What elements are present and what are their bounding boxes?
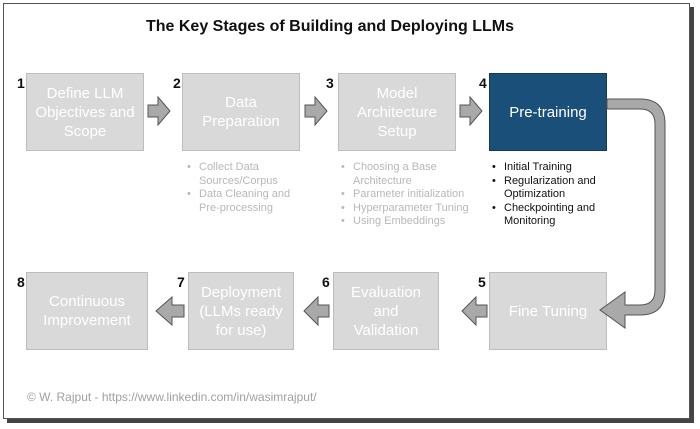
stage-1-box: Define LLM Objectives and Scope	[26, 73, 144, 151]
stage-5-box: Fine Tuning	[489, 272, 607, 350]
stage-3-bullet: Using Embeddings	[340, 215, 485, 229]
stage-6-number: 6	[322, 274, 330, 290]
stage-4-number: 4	[479, 75, 487, 91]
arrow-7-to-8	[155, 295, 185, 327]
stage-4-label: Pre-training	[509, 103, 587, 121]
stage-4-box: Pre-training	[489, 73, 607, 151]
stage-6-label: Evaluation and Validation	[350, 283, 422, 339]
u-turn-arrow	[599, 98, 666, 329]
stage-3-label: Model Architecture Setup	[356, 84, 438, 140]
stage-3-bullet: Parameter initialization	[340, 188, 485, 202]
stage-4-bullet: Regularization and Optimization	[491, 175, 616, 202]
stage-6-box: Evaluation and Validation	[333, 272, 439, 350]
stage-5-label: Fine Tuning	[508, 302, 588, 320]
stage-2-number: 2	[173, 75, 181, 91]
arrow-1-to-2	[147, 95, 171, 127]
stage-3-bullets: Choosing a Base Architecture Parameter i…	[340, 161, 485, 229]
arrow-6-to-7	[303, 295, 330, 327]
stage-3-bullet: Choosing a Base Architecture	[340, 161, 485, 188]
stage-8-number: 8	[17, 274, 25, 290]
stage-7-number: 7	[177, 274, 185, 290]
arrow-2-to-3	[304, 95, 328, 127]
credit-text: © W. Rajput - https://www.linkedin.com/i…	[27, 390, 317, 404]
stage-3-number: 3	[326, 75, 334, 91]
stage-4-bullet: Checkpointing and Monitoring	[491, 202, 616, 229]
stage-8-box: Continuous Improvement	[26, 272, 148, 350]
arrow-5-to-6	[461, 295, 488, 327]
stage-3-bullet: Hyperparameter Tuning	[340, 202, 485, 216]
stage-8-label: Continuous Improvement	[43, 293, 131, 329]
diagram-title: The Key Stages of Building and Deploying…	[145, 18, 515, 35]
stage-4-bullet: Initial Training	[491, 161, 616, 175]
stage-5-number: 5	[478, 274, 486, 290]
stage-2-bullets: Collect Data Sources/Corpus Data Cleanin…	[186, 161, 306, 215]
stage-2-bullet: Data Cleaning and Pre-processing	[186, 188, 306, 215]
stage-1-label: Define LLM Objectives and Scope	[35, 84, 135, 140]
arrow-3-to-4	[459, 95, 483, 127]
stage-1-number: 1	[17, 75, 25, 91]
stage-3-box: Model Architecture Setup	[338, 73, 456, 151]
stage-7-label: Deployment (LLMs ready for use)	[199, 283, 283, 339]
stage-2-box: Data Preparation	[182, 73, 300, 151]
stage-2-bullet: Collect Data Sources/Corpus	[186, 161, 306, 188]
stage-2-label: Data Preparation	[202, 94, 280, 130]
stage-4-bullets: Initial Training Regularization and Opti…	[491, 161, 616, 229]
stage-7-box: Deployment (LLMs ready for use)	[188, 272, 294, 350]
